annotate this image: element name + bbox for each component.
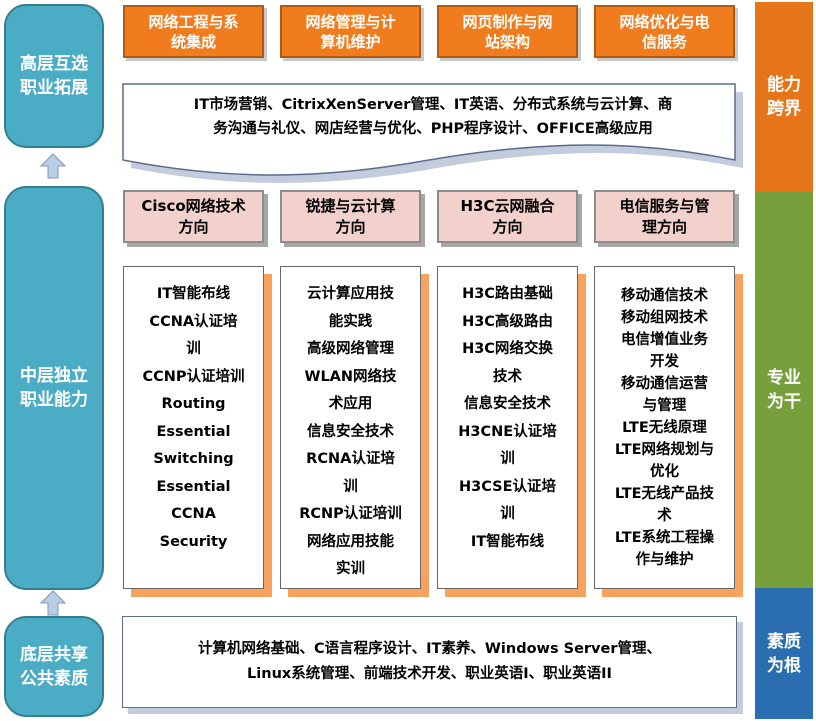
expansion-courses: IT市场营销、CitrixXenServer管理、IT英语、分布式系统与云计算、… [123, 93, 743, 153]
career-box-text: 网络管理与计 算机维护 [305, 12, 396, 51]
course-item: 移动通信运营 与管理 [621, 376, 708, 414]
career-box: 网络管理与计 算机维护 [280, 5, 421, 58]
course-item: 电信增值业务 开发 [621, 332, 708, 370]
direction-box-text: 电信服务与管 理方向 [619, 196, 710, 236]
course-item: 信息安全技术 [307, 423, 394, 440]
course-item: LTE系统工程操 作与维护 [614, 530, 715, 568]
course-item: Security [159, 533, 228, 550]
course-item: LTE网络规划与 优化 [614, 442, 715, 480]
direction-box: H3C云网融合 方向 [437, 190, 578, 243]
course-column-h3c: H3C路由基础 H3C高级路由 H3C网络交换 技术 信息安全技术 H3CNE认… [437, 266, 578, 589]
course-item: 云计算应用技 能实践 [307, 286, 394, 330]
band-foundation: 素质 为根 [755, 588, 813, 719]
direction-box: Cisco网络技术 方向 [123, 190, 264, 243]
course-item: LTE无线原理 [622, 420, 707, 436]
level-middle-label: 中层独立 职业能力 [4, 186, 104, 590]
expansion-courses-text: IT市场营销、CitrixXenServer管理、IT英语、分布式系统与云计算、… [193, 97, 673, 137]
foundation-courses-text: 计算机网络基础、C语言程序设计、IT素养、Windows Server管理、 L… [198, 641, 661, 682]
course-item: Essential [156, 423, 231, 440]
course-item: LTE无线产品技 术 [614, 486, 715, 524]
career-box-text: 网络工程与系 统集成 [148, 12, 239, 51]
career-box: 网络工程与系 统集成 [123, 5, 264, 58]
level-top-label: 高层互选 职业拓展 [4, 4, 104, 148]
expansion-panel-shape [122, 83, 743, 183]
course-item: H3C路由基础 [462, 286, 553, 302]
course-item: H3C网络交换 技术 [462, 341, 553, 385]
course-item: Essential [156, 478, 231, 495]
career-box-text: 网页制作与网 站架构 [462, 12, 553, 51]
course-item: Switching [153, 451, 234, 467]
up-arrow-icon [40, 153, 66, 179]
course-item: 信息安全技术 [464, 396, 551, 412]
level-bottom-text: 底层共享 公共素质 [20, 644, 88, 689]
course-item: RCNA认证培 训 [306, 451, 395, 495]
course-item: 移动组网技术 [621, 310, 708, 326]
direction-box-text: 锐捷与云计算 方向 [305, 196, 396, 236]
band-foundation-text: 素质 为根 [767, 631, 801, 676]
band-specialty-text: 专业 为干 [767, 368, 801, 412]
band-specialty: 专业 为干 [755, 192, 813, 588]
level-bottom-label: 底层共享 公共素质 [4, 616, 104, 717]
course-item: 高级网络管理 [307, 341, 394, 357]
direction-box-text: Cisco网络技术 方向 [141, 196, 246, 236]
course-item: 移动通信技术 [621, 288, 708, 304]
direction-box: 电信服务与管 理方向 [594, 190, 735, 243]
course-item: IT智能布线 [470, 533, 545, 550]
course-item: H3CSE认证培 训 [459, 478, 556, 523]
course-item: CCNP认证培训 [142, 368, 245, 385]
course-column-ruijie: 云计算应用技 能实践 高级网络管理 WLAN网络技 术应用 信息安全技术 RCN… [280, 266, 421, 589]
course-item: CCNA认证培 训 [149, 313, 238, 358]
course-item: RCNP认证培训 [299, 506, 402, 522]
up-arrow-icon [40, 590, 66, 616]
career-box-text: 网络优化与电 信服务 [619, 12, 710, 51]
course-item: Routing [161, 396, 226, 412]
direction-box-text: H3C云网融合 方向 [460, 196, 555, 236]
course-item: 网络应用技能 实训 [307, 533, 394, 578]
course-item: WLAN网络技 术应用 [304, 368, 397, 413]
course-item: H3CNE认证培 训 [458, 423, 557, 468]
career-box: 网页制作与网 站架构 [437, 5, 578, 58]
level-middle-text: 中层独立 职业能力 [20, 366, 88, 410]
course-item: CCNA [171, 506, 216, 522]
course-item: IT智能布线 [156, 286, 231, 302]
career-box: 网络优化与电 信服务 [594, 5, 735, 58]
band-capability: 能力 跨界 [755, 2, 813, 192]
foundation-courses: 计算机网络基础、C语言程序设计、IT素养、Windows Server管理、 L… [122, 616, 737, 708]
direction-box: 锐捷与云计算 方向 [280, 190, 421, 243]
course-column-cisco: IT智能布线 CCNA认证培 训 CCNP认证培训 Routing Essent… [123, 266, 264, 589]
level-top-text: 高层互选 职业拓展 [20, 54, 88, 98]
course-item: H3C高级路由 [462, 313, 553, 330]
course-column-telecom: 移动通信技术 移动组网技术 电信增值业务 开发 移动通信运营 与管理 LTE无线… [594, 266, 735, 589]
band-capability-text: 能力 跨界 [767, 75, 801, 119]
